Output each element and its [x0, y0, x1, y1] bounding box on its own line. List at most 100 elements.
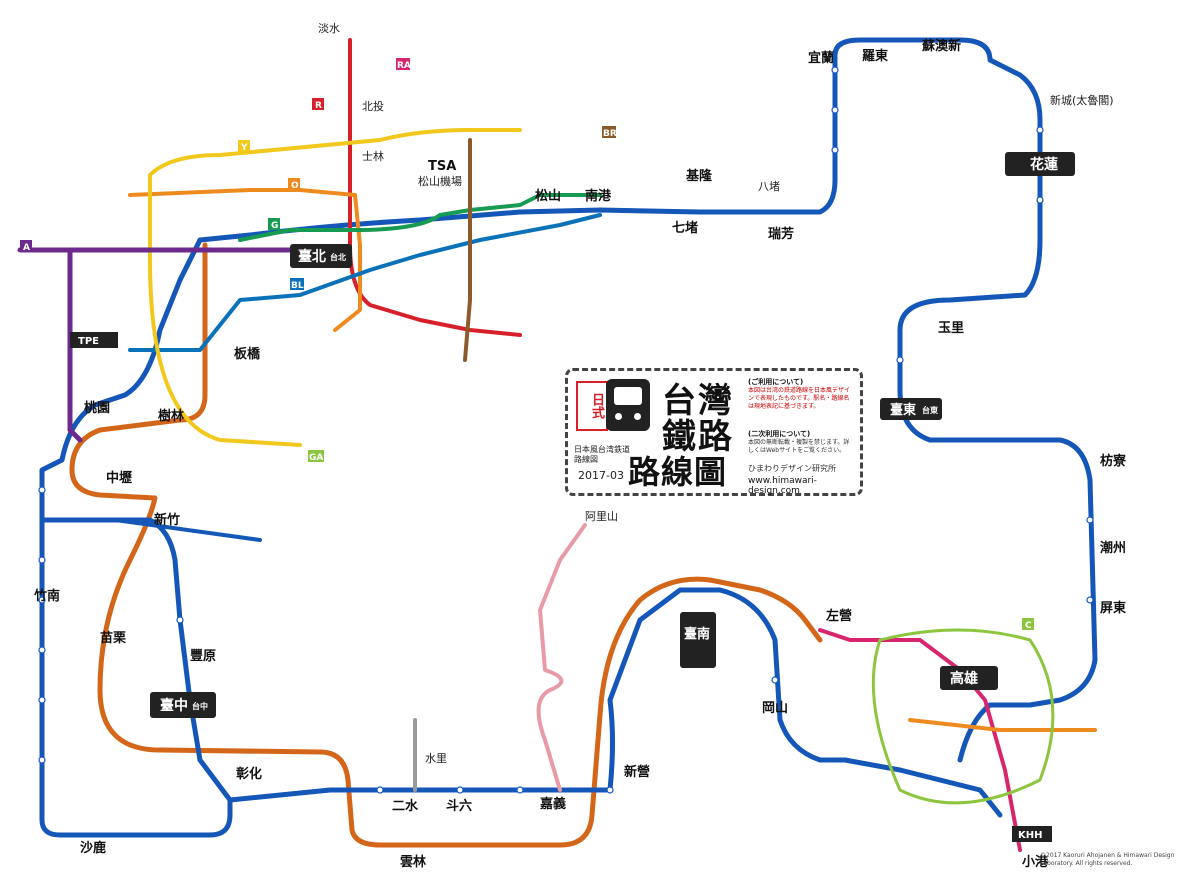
station-beitou: 北投: [362, 99, 384, 113]
station-changhua: 彰化: [236, 766, 262, 782]
svg-text:O: O: [291, 181, 299, 191]
line-tra-west: [39, 237, 1003, 838]
svg-text:BR: BR: [603, 129, 617, 139]
line-mrt-blue: [128, 213, 602, 352]
badge-r: [312, 98, 324, 110]
station-zuoying: 左營: [826, 608, 852, 624]
station-alishan: 阿里山: [585, 510, 618, 523]
station-yuli: 玉里: [938, 321, 964, 336]
airport-tsa[interactable]: TSA 松山機場: [418, 159, 462, 188]
station-keelung: 基隆: [685, 168, 713, 184]
svg-text:BL: BL: [291, 281, 304, 291]
badge-br: [602, 126, 616, 138]
station-ershui: 二水: [392, 798, 419, 814]
line-tra-coast: [197, 37, 1098, 708]
airport-khh[interactable]: KHH: [1012, 826, 1052, 842]
svg-text:TPE: TPE: [78, 336, 99, 347]
station-xincheng: 新城(太魯閣): [1050, 93, 1114, 107]
line-light-rail: [871, 628, 1055, 805]
station-banqiao: 板橋: [234, 346, 261, 362]
line-mrt-orange: [128, 188, 362, 332]
airport-tpe[interactable]: TPE: [70, 332, 118, 348]
station-chiayi: 嘉義: [539, 796, 566, 812]
badge-ra: [396, 58, 410, 70]
station-gangshan: 岡山: [762, 700, 788, 716]
station-fangliao: 枋寮: [1100, 453, 1127, 469]
svg-text:RA: RA: [397, 61, 411, 71]
hub-taichung[interactable]: 臺中 台中: [150, 692, 216, 718]
copyright: ©2017 Kaoruri Ahojanen & Himawari Design…: [1040, 852, 1175, 867]
line-tra-mountain: [39, 517, 233, 803]
hub-tainan[interactable]: 臺南: [680, 612, 716, 668]
badge-g: [268, 218, 280, 230]
notice-head: (ご利用について): [748, 378, 804, 386]
svg-text:A: A: [23, 243, 30, 253]
station-fengyuan: 豐原: [190, 648, 216, 664]
station-pingtung: 屏東: [1100, 600, 1126, 616]
notice2-head: (二次利用について): [748, 430, 811, 438]
hub-taitung[interactable]: 臺東 台東: [880, 398, 942, 420]
station-miaoli: 苗栗: [100, 630, 126, 646]
title-sub-ja: 日本風台湾鉄道路線図: [574, 445, 630, 464]
station-xiaogang: 小港: [1022, 854, 1049, 870]
site-url[interactable]: www.himawari-design.com: [748, 476, 817, 496]
svg-text:臺南: 臺南: [684, 626, 710, 642]
svg-text:台北: 台北: [330, 252, 346, 262]
svg-text:Y: Y: [240, 143, 248, 153]
title-year: 2017-03: [578, 469, 624, 482]
svg-text:高雄: 高雄: [950, 670, 978, 687]
station-shalu: 沙鹿: [80, 840, 106, 856]
line-thsr: [69, 242, 823, 848]
badge-c: [1022, 618, 1034, 630]
station-shulin: 樹林: [158, 408, 184, 424]
svg-text:松山機場: 松山機場: [418, 174, 462, 188]
station-shuili: 水里: [425, 752, 447, 765]
line-mrt-yellow: [148, 128, 522, 447]
title-main-mid: 鐵路: [662, 417, 734, 457]
station-suaoxin: 蘇澳新: [921, 38, 961, 54]
svg-text:GA: GA: [309, 453, 323, 463]
line-tra-south: [957, 702, 1033, 763]
station-chaozhou: 潮州: [1100, 540, 1126, 556]
station-yunlin: 雲林: [400, 854, 426, 870]
svg-text:花蓮: 花蓮: [1030, 156, 1058, 173]
line-neiwan: [113, 518, 262, 542]
station-ticks: [38, 66, 1094, 794]
station-yilan: 宜蘭: [808, 50, 834, 66]
station-ruifang: 瑞芳: [768, 226, 794, 242]
station-songshan: 松山: [535, 188, 561, 204]
hub-kaohsiung[interactable]: 高雄: [940, 666, 998, 690]
svg-text:C: C: [1025, 621, 1032, 631]
station-xinying: 新營: [624, 764, 650, 780]
badge-a: [20, 240, 32, 252]
station-taoyuan: 桃園: [84, 400, 110, 416]
title-main-bot: 路線圖: [628, 453, 728, 491]
line-krtc-orange: [908, 718, 1097, 732]
svg-text:臺北: 臺北: [298, 248, 326, 265]
badge-o: [288, 178, 300, 190]
station-hsinchu: 新竹: [154, 512, 180, 528]
notice-body: 本図は台湾の鉄道路線を日本風デザインで表現したものです。駅名・路線名は現地表記に…: [748, 387, 851, 410]
hub-taipei[interactable]: 臺北 台北: [290, 244, 352, 268]
svg-text:台東: 台東: [922, 405, 938, 415]
station-luodong: 羅東: [862, 48, 888, 64]
studio-name: ひまわりデザイン研究所: [748, 464, 836, 473]
notice2-body: 本図の無断転載・複製を禁じます。詳しくはWebサイトをご覧ください。: [748, 439, 850, 454]
station-qidu: 七堵: [672, 220, 698, 236]
svg-text:TSA: TSA: [428, 159, 456, 174]
station-zhunan: 竹南: [33, 588, 60, 604]
badge-y: [238, 140, 250, 152]
svg-text:KHH: KHH: [1018, 830, 1043, 841]
badge-bl: [290, 278, 304, 290]
title-block: 日式 日本風台湾鉄道路線図 2017-03 台灣 鐵路 路線圖 (ご利用について…: [565, 368, 863, 496]
line-alishan: [536, 523, 587, 792]
kanji-tag: 日式: [576, 381, 608, 431]
badge-ga: [308, 450, 324, 462]
station-badu: 八堵: [758, 179, 780, 193]
station-zhongli: 中壢: [106, 470, 132, 486]
hub-hualien[interactable]: 花蓮: [1005, 152, 1075, 176]
station-douliu: 斗六: [446, 798, 472, 814]
line-mrt-brown: [463, 138, 472, 362]
svg-text:台中: 台中: [192, 701, 208, 711]
train-icon: [606, 379, 650, 431]
